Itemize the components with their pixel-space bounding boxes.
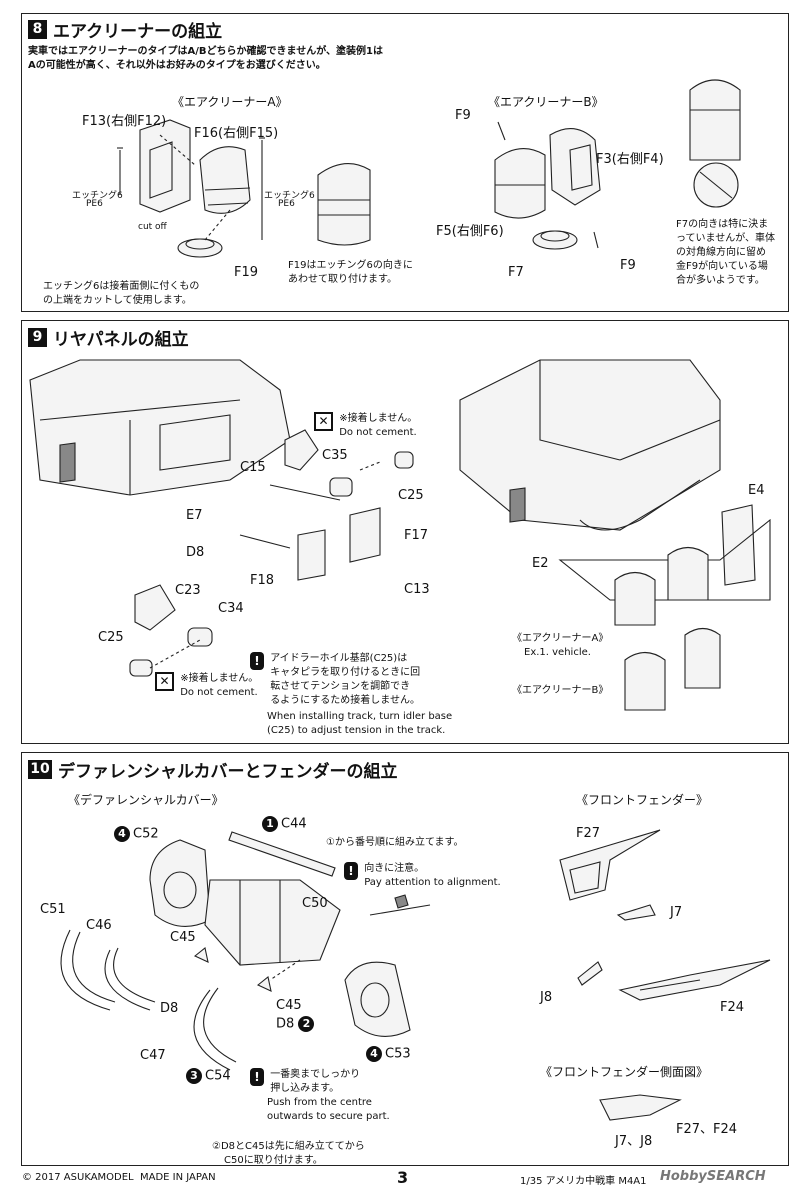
label-c51: C51	[40, 902, 66, 917]
label-c47: C47	[140, 1048, 166, 1063]
section-10-header: 10 デファレンシャルカバーとフェンダーの組立	[28, 757, 398, 782]
copyright: © 2017 ASUKAMODEL	[22, 1172, 134, 1183]
section-9-frame	[21, 320, 789, 744]
label-f3: F3(右側F4)	[596, 152, 664, 167]
no-cement-icon: ✕	[155, 672, 174, 691]
watermark: HobbySEARCH	[660, 1169, 766, 1184]
air-cleaner-b-diagram	[494, 79, 741, 250]
step-4-icon: 4	[114, 826, 130, 842]
product-name: 1/35 アメリカ中戦車 M4A1	[520, 1176, 647, 1187]
f7-note: F7の向きは特に決ま っていませんが、車体 の対角線方向に留め 金F9が向いてい…	[676, 219, 775, 286]
label-c35: C35	[322, 448, 348, 463]
front-fender-side-heading: 《フロントフェンダー側面図》	[540, 1065, 709, 1079]
rear-panel-left-diagram	[29, 359, 414, 677]
label-d8-a: D8	[160, 1001, 179, 1016]
cleaner-a-ref: 《エアクリーナーA》 Ex.1. vehicle.	[512, 633, 609, 658]
section-title: デファレンシャルカバーとフェンダーの組立	[58, 762, 398, 782]
label-e2: E2	[532, 556, 549, 571]
section-8-frame	[21, 13, 789, 312]
label-f9-bottom: F9	[620, 258, 636, 273]
attention-icon: !	[250, 1068, 264, 1086]
label-f13: F13(右側F12)	[82, 114, 167, 129]
label-cutoff: cut off	[138, 222, 167, 232]
section-8-header: 8 エアクリーナーの組立	[28, 17, 222, 42]
made-in: MADE IN JAPAN	[140, 1172, 216, 1183]
label-c46: C46	[86, 918, 112, 933]
label-f7: F7	[508, 265, 524, 280]
label-j8: J8	[540, 990, 553, 1005]
label-c23: C23	[175, 583, 201, 598]
label-f27-f24: F27、F24	[676, 1122, 738, 1137]
alignment-note: ! 向きに注意。 Pay attention to alignment.	[344, 862, 501, 890]
label-c25-a: C25	[398, 488, 424, 503]
push-note: ! 一番奥までしっかり 押し込みます。 Push from the centre…	[250, 1068, 390, 1124]
label-c45-b: C45	[276, 998, 302, 1013]
section-number: 10	[28, 760, 52, 779]
label-f24: F24	[720, 1000, 745, 1015]
section-number: 9	[28, 328, 47, 347]
attention-icon: !	[344, 862, 358, 880]
front-fender-heading: 《フロントフェンダー》	[576, 793, 709, 807]
label-f16: F16(右側F15)	[194, 126, 279, 141]
label-e7: E7	[186, 508, 203, 523]
section-9-header: 9 リヤパネルの組立	[28, 325, 189, 350]
label-f19: F19	[234, 265, 259, 280]
no-cement-icon: ✕	[314, 412, 333, 431]
label-pe-left: PE6	[86, 199, 103, 209]
label-c50: C50	[302, 896, 328, 911]
step-1-icon: 1	[262, 816, 278, 832]
label-f17: F17	[404, 528, 429, 543]
air-cleaner-b-heading: 《エアクリーナーB》	[488, 95, 604, 109]
section-title: リヤパネルの組立	[53, 330, 189, 350]
air-cleaner-a-diagram	[117, 119, 371, 258]
label-pe-right: PE6	[278, 199, 295, 209]
section-8-note: 実車ではエアクリーナーのタイプはA/Bどちらか確認できませんが、塗装例1は Aの…	[28, 46, 383, 71]
label-f18: F18	[250, 573, 275, 588]
label-c25-b: C25	[98, 630, 124, 645]
no-cement-note-1: ✕ ※接着しません。 Do not cement.	[314, 412, 417, 440]
attention-icon: !	[250, 652, 264, 670]
label-e4: E4	[748, 483, 765, 498]
page-number: 3	[397, 1168, 409, 1187]
label-etch-right: エッチング6	[264, 191, 315, 201]
section-10-frame	[21, 752, 789, 1166]
label-f5: F5(右側F6)	[436, 224, 504, 239]
cleaner-b-ref: 《エアクリーナーB》	[512, 685, 609, 696]
label-d8-b: D8 2	[276, 1016, 317, 1032]
label-c13: C13	[404, 582, 430, 597]
etch-note: エッチング6は接着面側に付くもの の上端をカットして使用します。	[43, 281, 200, 306]
step-2-icon: 2	[298, 1016, 315, 1032]
diff-cover-heading: 《デファレンシャルカバー》	[68, 793, 224, 807]
idler-note: ! アイドラーホイル基部(C25)は キャタピラを取り付けるときに回 転させてテ…	[250, 652, 452, 738]
step-4-icon: 4	[366, 1046, 382, 1062]
d8-note: ②D8とC45は先に組み立ててから C50に取り付けます。	[212, 1141, 365, 1166]
label-c15: C15	[240, 460, 266, 475]
section-title: エアクリーナーの組立	[53, 22, 223, 42]
label-j7: J7	[670, 905, 683, 920]
section-number: 8	[28, 20, 47, 39]
f19-note: F19はエッチング6の向きに あわせて取り付けます。	[288, 260, 413, 285]
label-d8: D8	[186, 545, 205, 560]
label-j7-j8: J7、J8	[615, 1134, 653, 1149]
label-f9-top: F9	[455, 108, 471, 123]
label-c45-a: C45	[170, 930, 196, 945]
label-c34: C34	[218, 601, 244, 616]
step-order-note: ①から番号順に組み立てます。	[326, 837, 464, 848]
no-cement-note-2: ✕ ※接着しません。 Do not cement.	[155, 672, 258, 700]
label-etch-left: エッチング6	[72, 191, 123, 201]
step-3-icon: 3	[186, 1068, 202, 1084]
rear-panel-right-diagram	[459, 359, 771, 711]
air-cleaner-a-heading: 《エアクリーナーA》	[172, 95, 288, 109]
label-f27: F27	[576, 826, 601, 841]
